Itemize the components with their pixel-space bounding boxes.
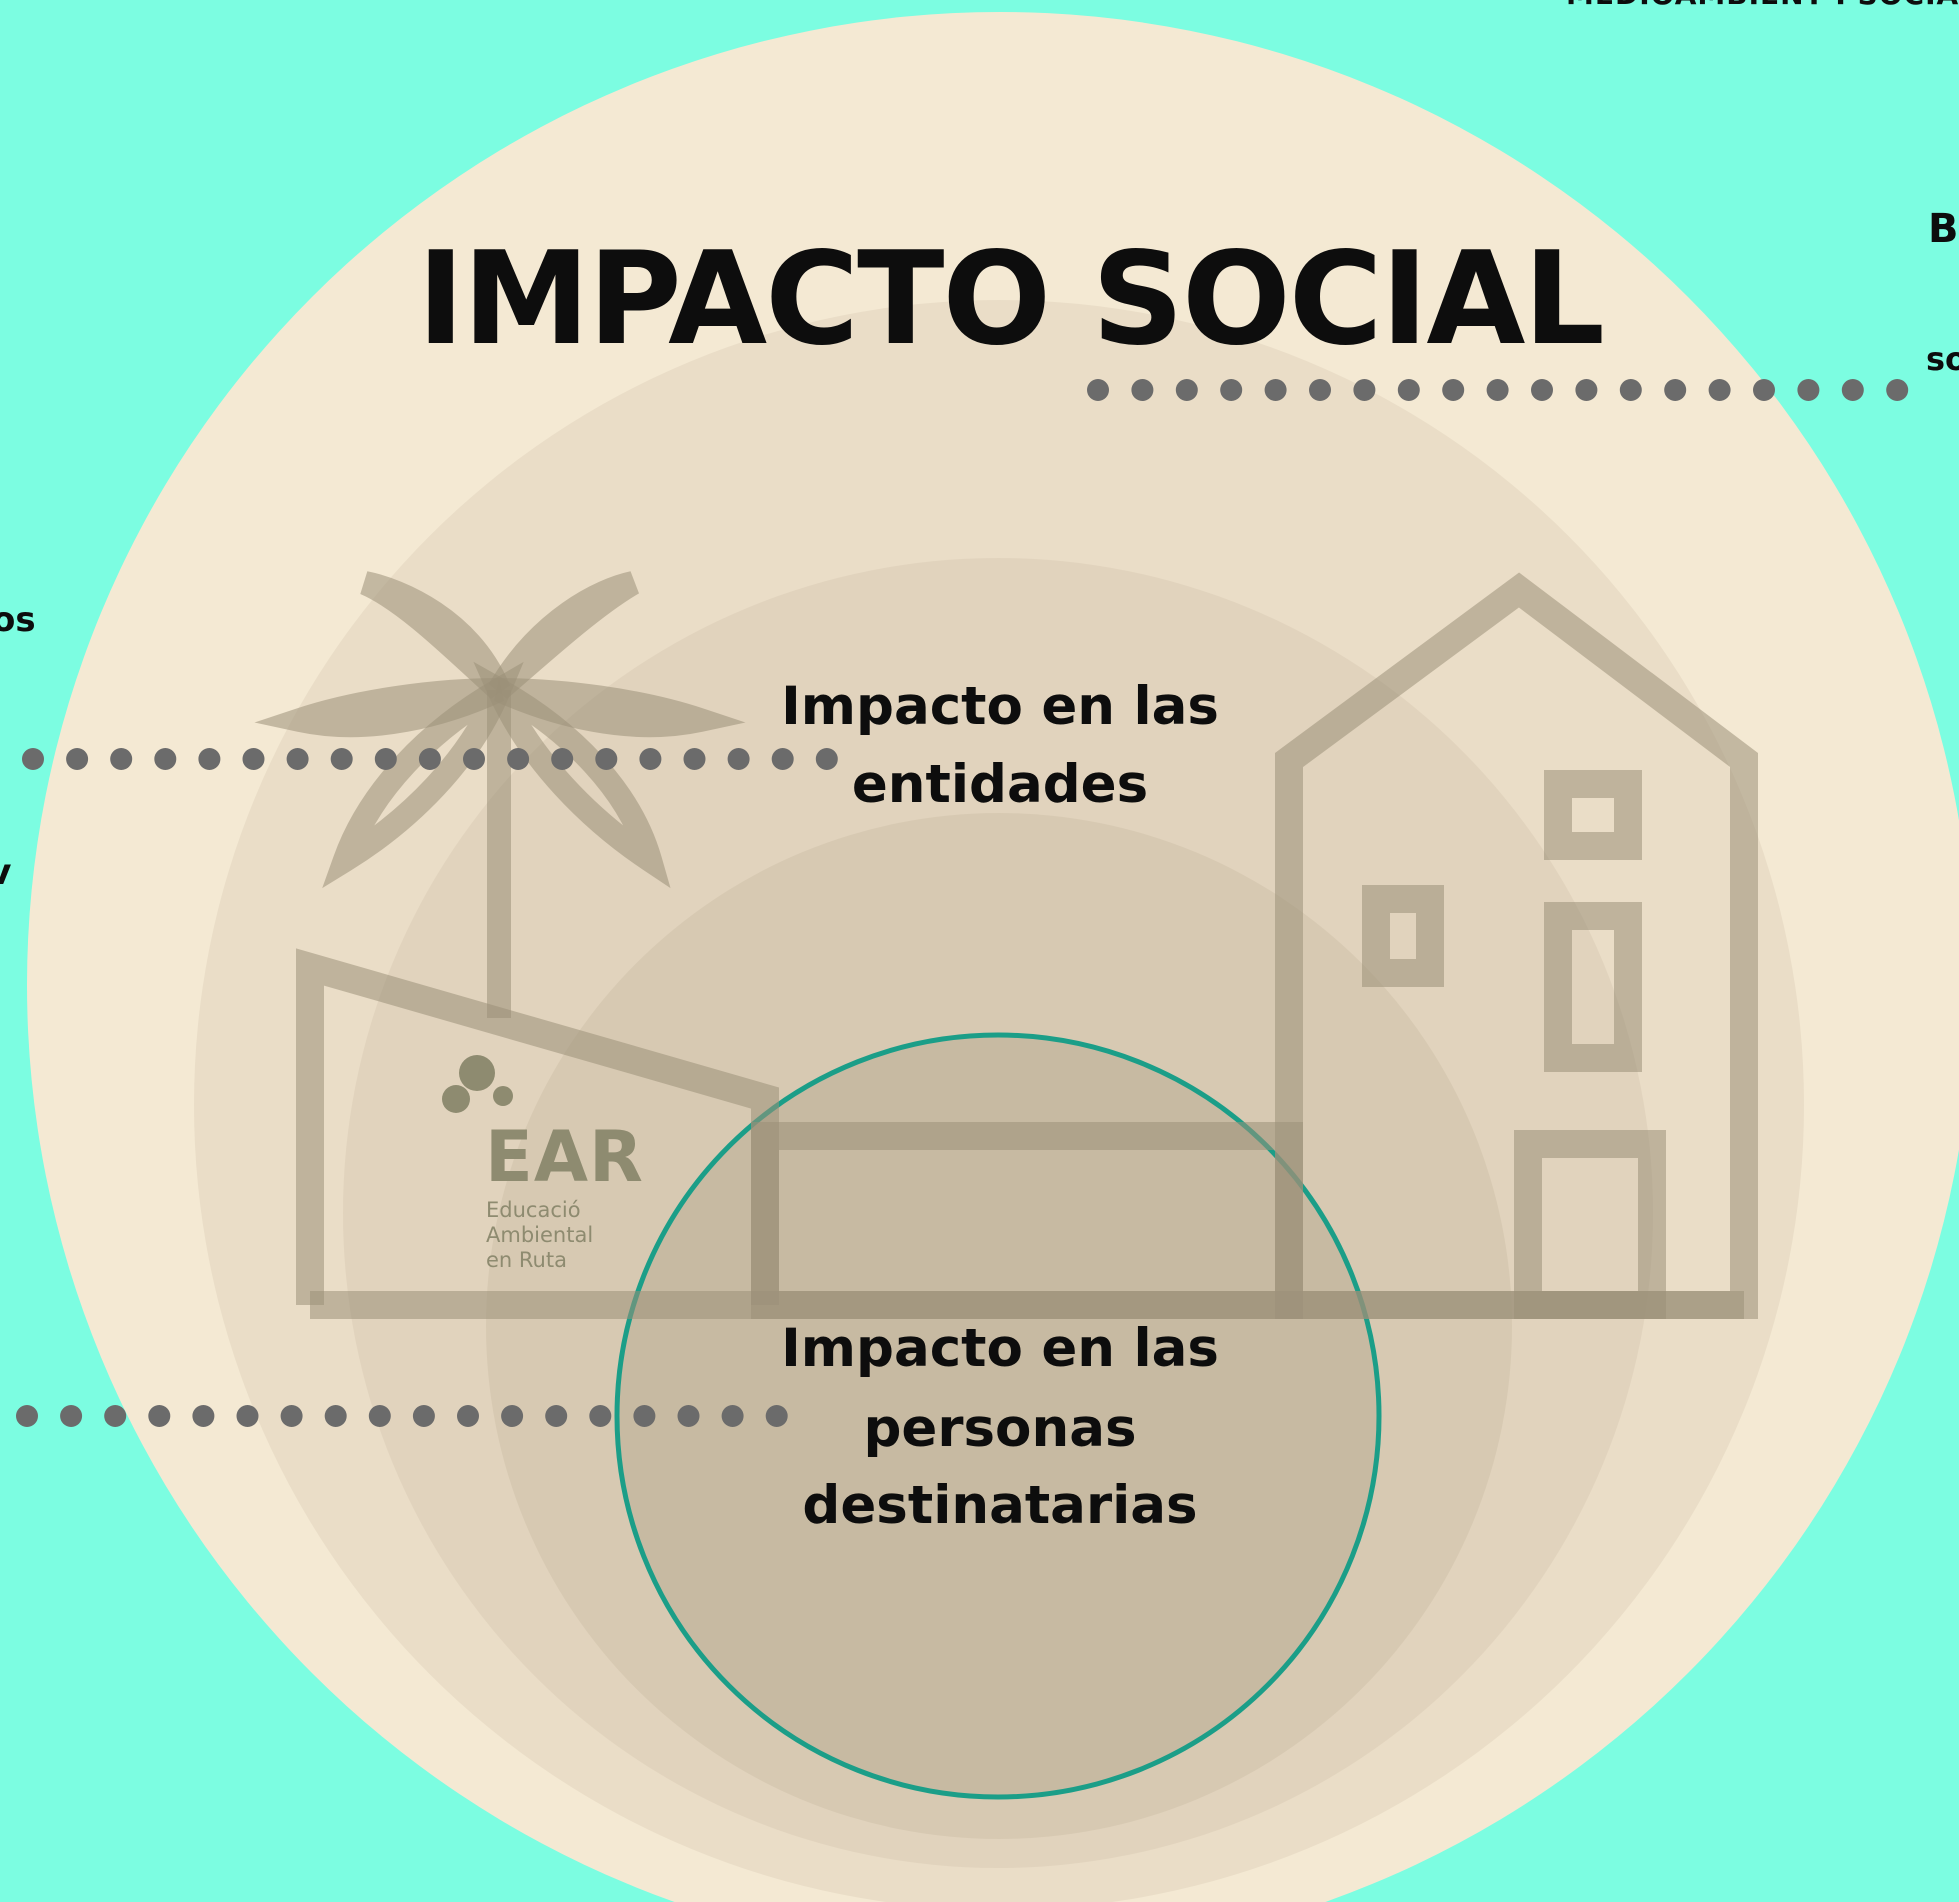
logo-subtitle-line: Ambiental [486,1223,594,1247]
connector-dot [721,1405,744,1427]
ring-circle-2 [343,558,1653,1868]
connector-dot [418,748,441,770]
connector-dot [677,1405,700,1427]
connector-dot [104,1405,127,1427]
label-entities-line-1: Impacto en las [781,676,1219,737]
connector-dot [1309,379,1331,401]
connector-dot [1575,379,1598,401]
logo-subtitle-line: Educació [486,1198,581,1222]
connector-dot [242,748,265,770]
connector-dot [727,748,750,770]
connector-dot [463,748,485,770]
connector-dot [1797,379,1820,401]
connector-dot [66,748,89,770]
connector-dot [1841,379,1864,401]
edge-text-left-v: v [0,852,11,893]
connector-dot [1087,379,1109,401]
palm-tree-icon [254,571,746,1018]
ring-circle-3 [486,813,1512,1839]
connector-dot [815,748,838,770]
connector-dot [1175,379,1198,401]
connector-dot [330,748,353,770]
connector-dot [198,748,221,770]
connector-dot [324,1405,347,1427]
edge-text-top-right: MEDIOAMBIENT I SOCIAL [1566,0,1959,11]
connector-dot [1264,379,1287,401]
inner-ringed-circle [614,1032,1382,1800]
connector-dot [148,1405,171,1427]
label-entities-line-2: entidades [851,754,1149,815]
connector-dot [589,1405,612,1427]
connector-dot [457,1405,479,1427]
label-recipients-line-2: personas [863,1398,1137,1459]
logo-subtitle: Educació Ambiental en Ruta [486,1198,686,1273]
logo-dots-icon [442,1055,513,1113]
label-recipients-line-1: Impacto en las [781,1318,1219,1379]
connector-dot [595,748,618,770]
connector-dot [374,748,397,770]
connector-dot [286,748,309,770]
label-recipients-line-3: destinatarias [802,1475,1198,1536]
edge-text-right-b: B [1928,206,1959,252]
connector-dot [192,1405,215,1427]
connector-dot [1886,379,1909,401]
house-icon [296,572,1758,1319]
connector-dot [1397,379,1420,401]
dotted-connector-top-right [1087,379,1909,401]
connector-dot [683,748,706,770]
connector-dot [1753,379,1775,401]
connector-dot [1664,379,1687,401]
edge-text-right-so: so [1926,340,1959,378]
connector-dot [1619,379,1642,401]
connector-dot [22,748,44,770]
dotted-connector-entities [22,748,838,770]
connector-dot [633,1405,656,1427]
edge-text-left-os: os [0,600,36,640]
connector-dot [1442,379,1465,401]
connector-dot [412,1405,435,1427]
connector-dot [60,1405,83,1427]
connector-dot [280,1405,303,1427]
connector-dot [639,748,662,770]
connector-dot [236,1405,259,1427]
logo-subtitle-line: en Ruta [486,1248,567,1272]
connector-dot [551,748,574,770]
outer-circle [27,12,1959,1902]
connector-dot [501,1405,524,1427]
connector-dot [507,748,530,770]
connector-dot [110,748,133,770]
dotted-connector-recipients [16,1405,788,1427]
connector-dot [1131,379,1154,401]
connector-dot [545,1405,568,1427]
diagram-title: IMPACTO SOCIAL [417,225,1605,374]
connector-dot [771,748,794,770]
connector-dot [765,1405,788,1427]
connector-dot [1708,379,1731,401]
connector-dot [1531,379,1553,401]
logo-wordmark: EAR [485,1116,644,1198]
connector-dot [16,1405,38,1427]
connector-dot [1486,379,1509,401]
connector-dot [1353,379,1376,401]
connector-dot [154,748,177,770]
connector-dot [1220,379,1243,401]
connector-dot [368,1405,391,1427]
